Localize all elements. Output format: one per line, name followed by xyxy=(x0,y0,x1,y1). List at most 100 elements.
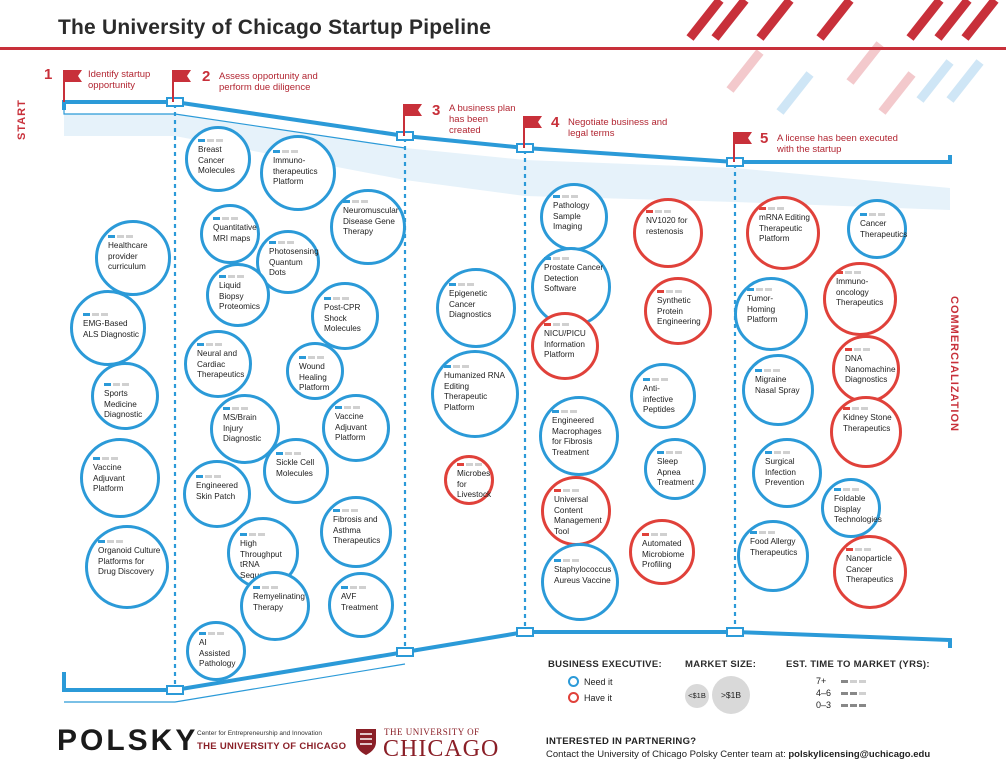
time-to-market-dashes xyxy=(198,139,223,142)
step-number: 3 xyxy=(432,102,441,119)
funnel-top-edge-inner xyxy=(63,106,406,149)
flag-pole-3 xyxy=(403,104,405,136)
project-node-label: Post-CPR Shock Molecules xyxy=(324,303,361,333)
project-node-label: Staphylococcus Aureus Vaccine xyxy=(554,565,612,585)
project-node: AVF Treatment xyxy=(328,572,394,638)
title-underline xyxy=(0,47,1006,50)
project-node: Kidney Stone Therapeutics xyxy=(830,396,902,468)
uchicago-wordmark: CHICAGO xyxy=(383,736,500,762)
step-number: 1 xyxy=(44,66,53,83)
project-node: Epigenetic Cancer Diagnostics xyxy=(436,268,516,348)
project-node-label: Foldable Display Technologies xyxy=(834,494,882,524)
time-to-market-dashes xyxy=(333,509,358,512)
time-to-market-dashes xyxy=(554,559,579,562)
project-node-label: Surgical Infection Prevention xyxy=(765,457,805,487)
project-node: Nanoparticle Cancer Therapeutics xyxy=(833,535,907,609)
time-to-market-dashes xyxy=(759,207,784,210)
polsky-university: THE UNIVERSITY OF CHICAGO xyxy=(197,741,347,752)
time-to-market-dashes xyxy=(253,586,278,589)
step-number: 4 xyxy=(551,114,560,131)
time-7plus-dashes xyxy=(841,680,866,683)
page-title: The University of Chicago Startup Pipeli… xyxy=(58,16,492,39)
time-to-market-dashes xyxy=(449,283,474,286)
project-node-label: Automated Microbiome Profiling xyxy=(642,539,685,569)
project-node-label: AI Assisted Pathology xyxy=(199,638,236,668)
project-node-label: Universal Content Management Tool xyxy=(554,495,602,536)
project-node-label: Tumor-Homing Platform xyxy=(747,294,778,324)
time-to-market-dashes xyxy=(544,323,569,326)
project-node: DNA Nanomachine Diagnostics xyxy=(832,335,900,403)
project-node-label: Kidney Stone Therapeutics xyxy=(843,413,892,433)
project-node-label: Liquid Biopsy Proteomics xyxy=(219,281,260,311)
project-node-label: Breast Cancer Molecules xyxy=(198,145,235,175)
project-node-label: mRNA Editing Therapeutic Platform xyxy=(759,213,810,243)
time-7plus-label: 7+ xyxy=(816,676,827,686)
partner-text: Contact the University of Chicago Polsky… xyxy=(546,749,789,760)
flag-pole-4 xyxy=(523,116,525,148)
project-node-label: Neural and Cardiac Therapeutics xyxy=(197,349,245,379)
project-node: Synthetic Protein Engineering xyxy=(644,277,712,345)
project-node-label: Quantitative MRI maps xyxy=(213,223,257,243)
legend-market-title: MARKET SIZE: xyxy=(685,659,757,670)
flag-3 xyxy=(405,104,422,116)
time-to-market-dashes xyxy=(642,533,667,536)
project-node-label: Food Allergy Therapeutics xyxy=(750,537,798,557)
project-node-label: Sickle Cell Molecules xyxy=(276,458,315,478)
time-to-market-dashes xyxy=(836,271,861,274)
have-it-swatch xyxy=(568,692,579,703)
time-4to6-label: 4–6 xyxy=(816,688,832,698)
polsky-subtitle: Center for Entrepreneurship and Innovati… xyxy=(197,730,323,737)
project-node: Sickle Cell Molecules xyxy=(263,438,329,504)
time-to-market-dashes xyxy=(657,290,682,293)
project-node: NV1020 for restenosis xyxy=(633,198,703,268)
time-to-market-dashes xyxy=(324,297,349,300)
time-to-market-dashes xyxy=(335,406,360,409)
legend-exec-title: BUSINESS EXECUTIVE: xyxy=(548,659,662,670)
project-node-label: NICU/PICU Information Platform xyxy=(544,329,586,359)
time-to-market-dashes xyxy=(657,451,682,454)
project-node: mRNA Editing Therapeutic Platform xyxy=(746,196,820,270)
uchicago-wordmark-top: THE UNIVERSITY OF xyxy=(384,727,480,737)
partner-email-link[interactable]: polskylicensing@uchicago.edu xyxy=(788,749,931,760)
divider-collar-2-bottom xyxy=(396,647,414,657)
step-text: Identify startup opportunity xyxy=(88,69,151,91)
project-node: Food Allergy Therapeutics xyxy=(737,520,809,592)
time-0to3-label: 0–3 xyxy=(816,700,832,710)
project-node: AI Assisted Pathology xyxy=(186,621,246,681)
project-node-label: DNA Nanomachine Diagnostics xyxy=(845,354,896,384)
project-node-label: Engineered Skin Patch xyxy=(196,481,238,501)
project-node-label: Healthcare provider curriculum xyxy=(108,241,148,271)
time-to-market-dashes xyxy=(199,632,224,635)
project-node: Neuromuscular Disease Gene Therapy xyxy=(330,189,406,265)
project-node-label: Fibrosis and Asthma Therapeutics xyxy=(333,515,381,545)
project-node: Fibrosis and Asthma Therapeutics xyxy=(320,496,392,568)
project-node: Liquid Biopsy Proteomics xyxy=(206,263,270,327)
divider-collar-4-bottom xyxy=(726,627,744,637)
step-text: A license has been executed with the sta… xyxy=(777,133,898,155)
project-node-label: Pathology Sample Imaging xyxy=(553,201,590,231)
divider-collar-1-bottom xyxy=(166,685,184,695)
project-node-label: Vaccine Adjuvant Platform xyxy=(93,463,125,493)
time-to-market-dashes xyxy=(93,457,118,460)
step-text: A business plan has been created xyxy=(449,103,516,136)
project-node: Cancer Therapeutics xyxy=(847,199,907,259)
project-node-label: Epigenetic Cancer Diagnostics xyxy=(449,289,492,319)
project-node-label: Microbes for Livestock xyxy=(457,469,492,499)
funnel-bottom-edge-inner xyxy=(64,663,406,703)
project-node: Immuno-therapeutics Platform xyxy=(260,135,336,211)
project-node: Post-CPR Shock Molecules xyxy=(311,282,379,350)
step-text: Negotiate business and legal terms xyxy=(568,117,668,139)
time-to-market-dashes xyxy=(553,195,578,198)
time-to-market-dashes xyxy=(223,407,248,410)
time-to-market-dashes xyxy=(269,241,294,244)
project-node-label: NV1020 for restenosis xyxy=(646,216,688,236)
project-node: EMG-Based ALS Diagnostic xyxy=(70,290,146,366)
project-node: Sports Medicine Diagnostic xyxy=(91,362,159,430)
time-to-market-dashes xyxy=(755,369,780,372)
time-to-market-dashes xyxy=(299,356,324,359)
project-node: Automated Microbiome Profiling xyxy=(629,519,695,585)
time-to-market-dashes xyxy=(554,489,579,492)
project-node-label: EMG-Based ALS Diagnostic xyxy=(83,319,139,339)
project-node-label: Humanized RNA Editing Therapeutic Platfo… xyxy=(444,371,505,412)
